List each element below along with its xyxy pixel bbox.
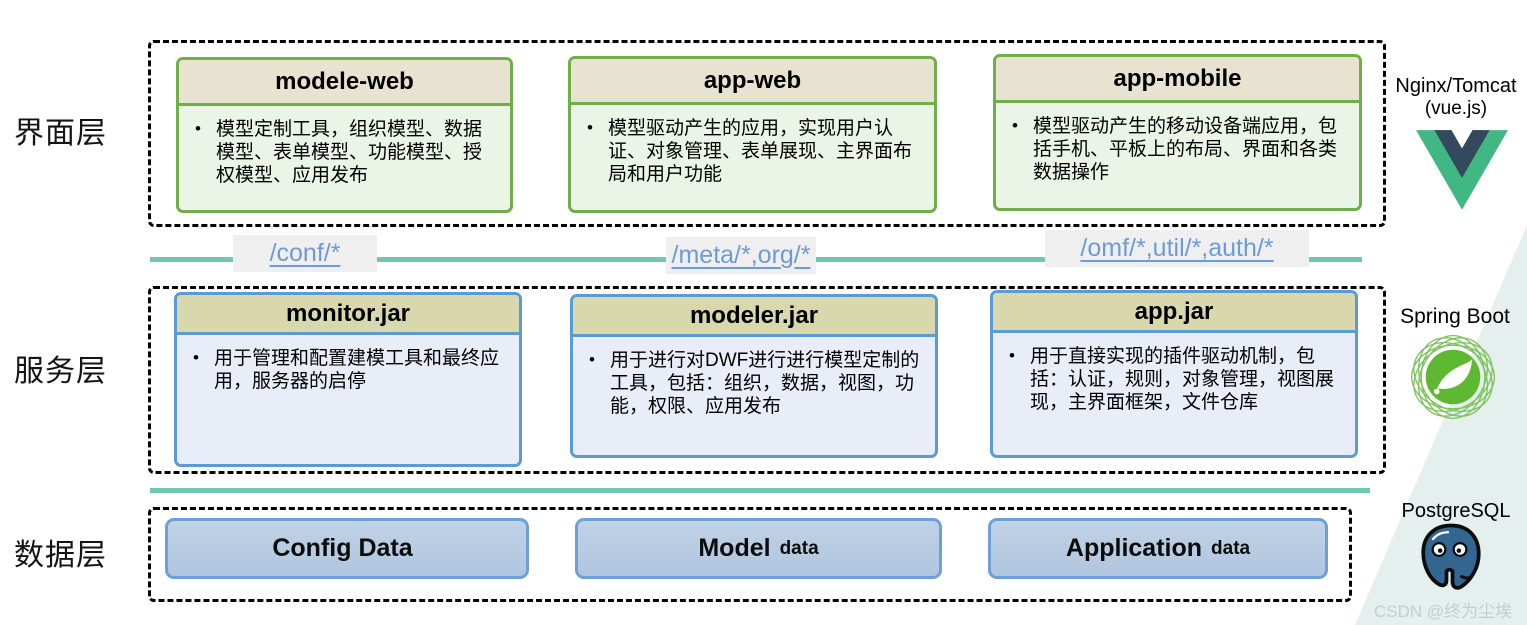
card-monitor-jar-description: 用于管理和配置建模工具和最终应用，服务器的启停: [214, 348, 500, 393]
card-app-jar-title: app.jar: [993, 293, 1355, 333]
data-card-config-label: Config Data: [272, 534, 413, 562]
bullet-icon: •: [193, 348, 199, 367]
layer-label-service: 服务层: [14, 355, 107, 388]
route-link-omf-util-auth[interactable]: /omf/*,util/*,auth/*: [1045, 230, 1309, 267]
layer-label-interface: 界面层: [14, 117, 107, 150]
tech-label-spring-boot: Spring Boot: [1384, 305, 1526, 329]
card-modeler-jar: modeler.jar • 用于进行对DWF进行进行模型定制的工具，包括：组织，…: [570, 294, 938, 458]
bullet-icon: •: [195, 119, 201, 138]
tech-spring-line1: Spring Boot: [1400, 305, 1510, 328]
tech-nginx-line2: (vue.js): [1424, 98, 1488, 119]
card-app-web: app-web • 模型驱动产生的应用，实现用户认证、对象管理、表单展现、主界面…: [568, 56, 937, 213]
card-modeler-jar-body: • 用于进行对DWF进行进行模型定制的工具，包括：组织，数据，视图，功能，权限、…: [573, 337, 935, 419]
route-link-conf[interactable]: /conf/*: [233, 235, 377, 272]
card-modele-web-body: • 模型定制工具，组织模型、数据模型、表单模型、功能模型、授权模型、应用发布: [179, 106, 510, 188]
card-app-web-title: app-web: [571, 59, 934, 105]
card-app-mobile: app-mobile • 模型驱动产生的移动设备端应用，包括手机、平板上的布局、…: [993, 54, 1362, 211]
spring-logo-icon: [1409, 333, 1497, 421]
tech-label-nginx-tomcat: Nginx/Tomcat (vue.js): [1386, 75, 1526, 120]
data-card-application-suffix: data: [1211, 537, 1251, 559]
card-app-jar-description: 用于直接实现的插件驱动机制，包括：认证，规则，对象管理，视图展现，主界面框架，文…: [1030, 346, 1335, 414]
card-modele-web-description: 模型定制工具，组织模型、数据模型、表单模型、功能模型、授权模型、应用发布: [216, 119, 483, 187]
bullet-icon: •: [587, 118, 593, 137]
tech-label-postgresql: PostgreSQL: [1390, 500, 1522, 523]
vue-logo-icon: [1416, 130, 1508, 210]
card-app-mobile-body: • 模型驱动产生的移动设备端应用，包括手机、平板上的布局、界面和各类数据操作: [996, 103, 1359, 185]
tech-nginx-line1: Nginx/Tomcat: [1395, 75, 1517, 97]
card-modele-web: modele-web • 模型定制工具，组织模型、数据模型、表单模型、功能模型、…: [176, 57, 513, 213]
card-app-jar-body: • 用于直接实现的插件驱动机制，包括：认证，规则，对象管理，视图展现，主界面框架…: [993, 333, 1355, 415]
data-card-application-data: Application data: [988, 518, 1328, 579]
card-app-web-description: 模型驱动产生的应用，实现用户认证、对象管理、表单展现、主界面布局和用户功能: [608, 118, 913, 186]
card-modeler-jar-title: modeler.jar: [573, 297, 935, 337]
route-link-meta-org[interactable]: /meta/*,org/*: [666, 237, 816, 274]
card-modeler-jar-description: 用于进行对DWF进行进行模型定制的工具，包括：组织，数据，视图，功能，权限、应用…: [610, 350, 920, 418]
bullet-icon: •: [589, 350, 595, 369]
postgresql-logo-icon: [1412, 521, 1490, 599]
divider-service-data: [150, 488, 1370, 493]
data-card-model-suffix: data: [779, 537, 819, 559]
data-card-model-data: Model data: [575, 518, 942, 579]
card-app-mobile-description: 模型驱动产生的移动设备端应用，包括手机、平板上的布局、界面和各类数据操作: [1033, 116, 1338, 184]
bullet-icon: •: [1012, 116, 1018, 135]
data-card-config-data: Config Data: [165, 518, 529, 579]
card-modele-web-title: modele-web: [179, 60, 510, 106]
tech-postgresql-line1: PostgreSQL: [1401, 500, 1511, 522]
bullet-icon: •: [1009, 346, 1015, 365]
csdn-watermark: CSDN @终为尘埃: [1374, 602, 1513, 621]
card-monitor-jar-body: • 用于管理和配置建模工具和最终应用，服务器的启停: [177, 335, 519, 393]
card-app-jar: app.jar • 用于直接实现的插件驱动机制，包括：认证，规则，对象管理，视图…: [990, 290, 1358, 458]
card-app-web-body: • 模型驱动产生的应用，实现用户认证、对象管理、表单展现、主界面布局和用户功能: [571, 105, 934, 187]
interface-layer-container: [148, 40, 1386, 227]
data-layer-container: [148, 507, 1352, 602]
service-layer-container: [148, 286, 1386, 474]
data-card-application-label: Application: [1065, 534, 1203, 562]
card-app-mobile-title: app-mobile: [996, 57, 1359, 103]
card-monitor-jar: monitor.jar • 用于管理和配置建模工具和最终应用，服务器的启停: [174, 292, 522, 467]
data-card-model-label: Model: [698, 534, 771, 562]
layer-label-data: 数据层: [14, 539, 107, 572]
card-monitor-jar-title: monitor.jar: [177, 295, 519, 335]
